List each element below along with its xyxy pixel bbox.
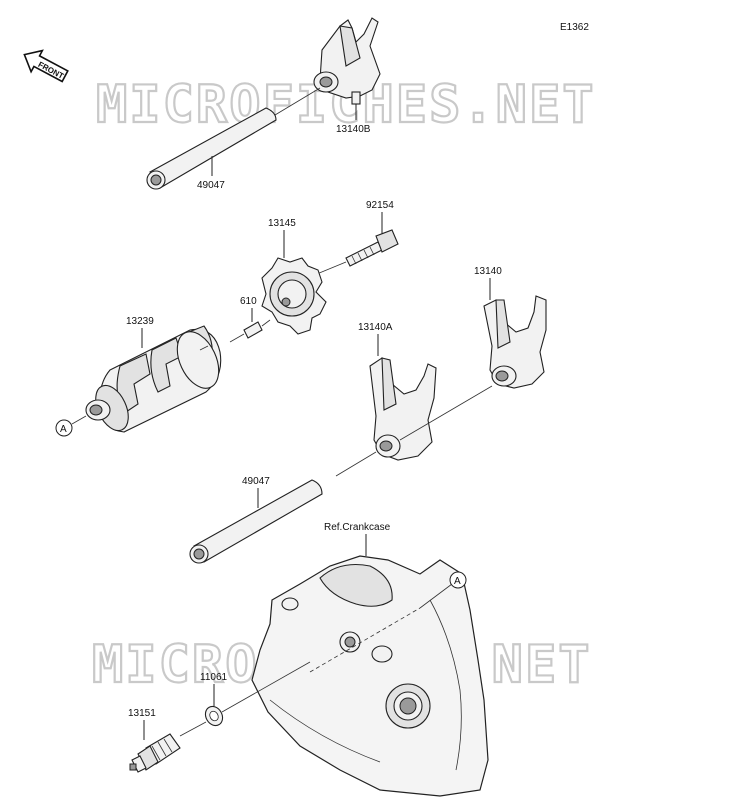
callout-a-top-label: A <box>60 424 67 435</box>
label-washer: 11061 <box>200 672 228 683</box>
label-rod-lower: 49047 <box>242 476 270 487</box>
shift-rod-lower <box>189 479 323 564</box>
callout-a-top <box>55 419 73 437</box>
shift-drum <box>85 325 222 433</box>
crankcase <box>251 555 489 797</box>
axis-drum <box>71 415 87 425</box>
axis-washer <box>179 721 207 737</box>
label-drum: 13239 <box>126 316 154 327</box>
axis-crankcase <box>309 607 421 673</box>
diagram-code: E1362 <box>560 22 589 33</box>
label-rod-upper: 49047 <box>197 180 225 191</box>
callout-a-bottom-label: A <box>454 576 461 587</box>
neutral-switch <box>129 733 181 773</box>
washer <box>204 705 224 727</box>
label-fork-upper: 13140B <box>336 124 371 135</box>
shift-fork-middle <box>369 357 437 461</box>
axis-upper <box>274 87 321 116</box>
bolt <box>345 229 399 267</box>
shift-fork-upper <box>313 17 381 105</box>
label-bolt: 92154 <box>366 200 394 211</box>
label-switch: 13151 <box>128 708 156 719</box>
label-fork-right: 13140 <box>474 266 502 277</box>
shift-fork-right <box>483 295 547 389</box>
shift-drum-plate <box>261 257 327 335</box>
shift-rod-upper <box>146 107 277 190</box>
dowel-pin <box>243 321 263 339</box>
label-plate: 13145 <box>268 218 296 229</box>
label-pin: 610 <box>240 296 257 307</box>
label-crankcase: Ref.Crankcase <box>324 522 391 533</box>
label-fork-middle: 13140A <box>358 322 393 333</box>
callout-a-bottom <box>449 571 467 589</box>
front-arrow-icon: FRONT <box>23 49 69 83</box>
axis-forks <box>399 385 493 441</box>
axis-pin <box>229 333 245 343</box>
